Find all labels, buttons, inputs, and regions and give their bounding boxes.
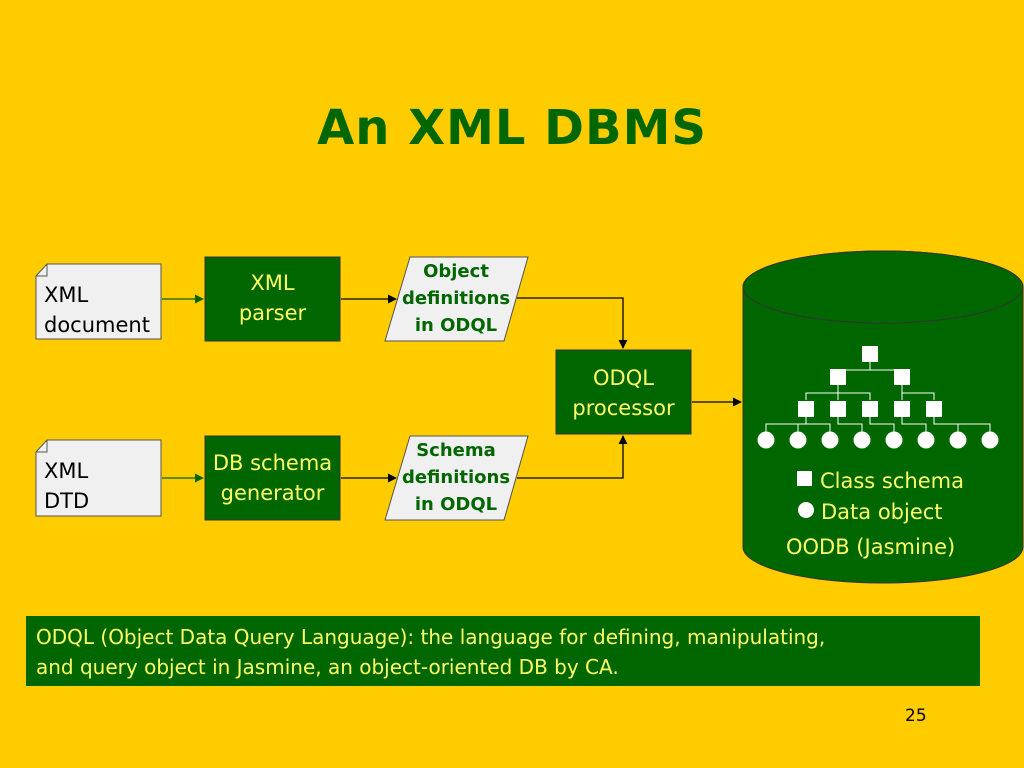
db-schema-generator-box <box>204 435 341 521</box>
odql-processor-label: ODQL processor <box>572 366 675 420</box>
data-object-8 <box>981 431 999 449</box>
arrow-schema-defs-to-processor <box>517 435 628 479</box>
circle-icon <box>798 502 814 518</box>
odql-note: ODQL (Object Data Query Language): the l… <box>26 616 980 686</box>
data-object-4 <box>853 431 871 449</box>
db-schema-generator-label: DB schema generator <box>212 451 333 505</box>
xml-parser-box <box>204 256 341 342</box>
xml-document-label: XML document <box>44 283 150 337</box>
class-node-level3-3 <box>862 401 878 417</box>
class-node-level2-right <box>894 369 910 385</box>
data-object-1 <box>757 431 775 449</box>
arrow-object-defs-to-processor <box>517 297 628 349</box>
data-object-5 <box>885 431 903 449</box>
schema-definitions-label: Schema definitions in ODQL <box>401 440 511 515</box>
schema-definitions-shape <box>384 435 529 521</box>
class-node-level2-left <box>830 369 846 385</box>
xml-document-shape <box>35 263 162 340</box>
page-number: 25 <box>905 706 927 726</box>
object-definitions-shape <box>384 256 529 342</box>
class-node-level3-2 <box>830 401 846 417</box>
database-label: OODB (Jasmine) <box>786 535 956 559</box>
data-object-2 <box>789 431 807 449</box>
data-object-7 <box>949 431 967 449</box>
class-node-level3-5 <box>926 401 942 417</box>
class-node-level3-4 <box>894 401 910 417</box>
object-definitions-label: Object definitions in ODQL <box>401 261 511 336</box>
legend-data-object: Data object <box>798 497 943 528</box>
data-object-3 <box>821 431 839 449</box>
xml-dtd-shape <box>35 439 162 517</box>
xml-document-fold <box>36 264 48 277</box>
database-cylinder-top <box>742 250 1024 324</box>
xml-dtd-label: XML DTD <box>44 459 90 513</box>
odql-processor-box <box>555 349 692 435</box>
xml-dtd-fold <box>36 440 48 453</box>
tree-connectors <box>765 362 991 432</box>
legend-class-schema: Class schema <box>797 466 964 497</box>
square-icon <box>797 471 812 486</box>
class-node-level3-1 <box>798 401 814 417</box>
slide-title: An XML DBMS <box>317 100 707 156</box>
class-node-root <box>862 346 878 362</box>
data-object-6 <box>917 431 935 449</box>
xml-parser-label: XML parser <box>238 271 307 325</box>
